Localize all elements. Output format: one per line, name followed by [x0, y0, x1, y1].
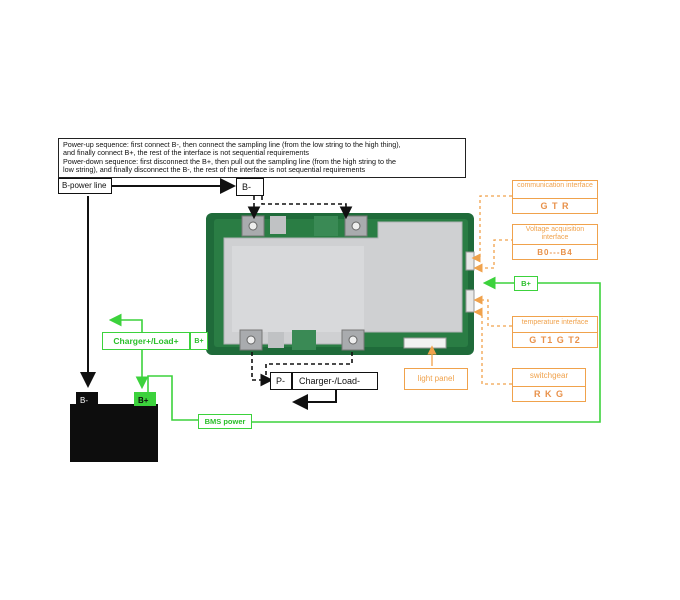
b-power-line-box: B-power line [58, 178, 112, 194]
battery [70, 392, 158, 462]
bms-power-box: BMS power [198, 414, 252, 429]
switchgear-pins: R K G [513, 386, 585, 402]
charger-load-plus-box: Charger+/Load+ [102, 332, 190, 350]
voltage-acquisition-pins: B0---B4 [513, 244, 597, 260]
wiring-notes: Power-up sequence: first connect B-, the… [58, 138, 466, 178]
b-minus-top-label: B- [242, 182, 251, 192]
battery-b-plus-label: B+ [138, 396, 149, 405]
b-power-line-label: B-power line [62, 181, 107, 190]
battery-b-minus-label: B- [80, 396, 88, 405]
notes-line-4: low string), and finally disconnect the … [63, 166, 366, 175]
communication-interface-title: communication interface [517, 182, 593, 189]
light-panel-label: light panel [417, 374, 455, 383]
p-minus-label: P- [276, 376, 285, 386]
green-wires [108, 276, 601, 423]
notes-line-3: Power-down sequence: first disconnect th… [63, 157, 397, 166]
notes-line-1: Power-up sequence: first connect B-, the… [63, 141, 401, 149]
black-wires [80, 178, 353, 410]
charger-load-minus-label: Charger-/Load- [299, 376, 361, 386]
bms-board [206, 213, 475, 355]
notes-line-2: and finally connect B+, the rest of the … [63, 149, 309, 158]
temperature-interface-pins: G T1 G T2 [513, 332, 597, 348]
voltage-acquisition-title: Voltage acquisition interface [525, 226, 585, 241]
communication-interface-pins: G T R [513, 198, 597, 214]
b-minus-top-box: B- [236, 178, 264, 196]
light-panel-box: light panel [404, 368, 468, 390]
voltage-acquisition-box: Voltage acquisition interface B0---B4 [512, 224, 598, 260]
temperature-interface-box: temperature interface G T1 G T2 [512, 316, 598, 348]
switchgear-title: switchgear [529, 371, 569, 380]
b-plus-board-box: B+ [190, 332, 208, 350]
p-minus-box: P- [270, 372, 292, 390]
b-plus-right-box: B+ [514, 276, 538, 291]
communication-interface-box: communication interface G T R [512, 180, 598, 214]
switchgear-box: switchgear R K G [512, 368, 586, 402]
temperature-interface-title: temperature interface [521, 319, 589, 326]
charger-load-minus-box: Charger-/Load- [292, 372, 378, 390]
orange-wires [427, 195, 514, 385]
